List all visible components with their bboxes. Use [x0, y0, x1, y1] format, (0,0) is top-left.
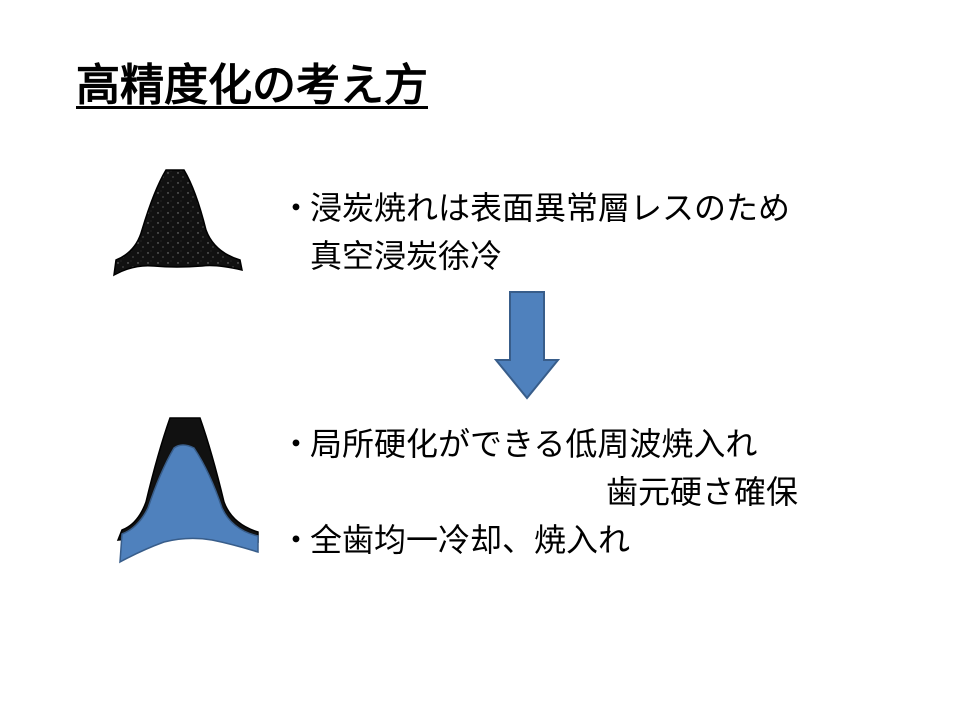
bullet-mark: ・	[280, 521, 313, 559]
bottom-text-line-1: 局所硬化ができる低周波焼入れ	[310, 425, 758, 463]
carburized-tooth-figure	[113, 169, 243, 277]
bottom-bullet-line-1: ・局所硬化ができる低周波焼入れ	[280, 420, 798, 468]
induction-hardened-tooth-figure	[116, 417, 259, 564]
top-bullet-line-2: 真空浸炭徐冷	[280, 232, 790, 280]
top-bullet-block: ・浸炭焼れは表面異常層レスのため 真空浸炭徐冷	[280, 184, 790, 280]
bullet-mark: ・	[280, 189, 313, 227]
bottom-bullet-line-2: 歯元硬さ確保	[280, 468, 798, 516]
bottom-text-line-3: 全歯均一冷却、焼入れ	[310, 521, 631, 559]
bottom-bullet-block: ・局所硬化ができる低周波焼入れ 歯元硬さ確保 ・全歯均一冷却、焼入れ	[280, 420, 798, 564]
slide-title: 高精度化の考え方	[76, 60, 428, 111]
bottom-text-line-2: 歯元硬さ確保	[606, 473, 799, 511]
down-arrow-icon	[493, 291, 561, 400]
tooth-shape-dark	[113, 169, 243, 277]
top-text-line-1: 浸炭焼れは表面異常層レスのため	[310, 189, 791, 227]
top-bullet-line-1: ・浸炭焼れは表面異常層レスのため	[280, 184, 790, 232]
top-text-line-2: 真空浸炭徐冷	[310, 237, 503, 275]
hardened-layer	[119, 444, 259, 564]
bullet-mark: ・	[280, 425, 313, 463]
bottom-bullet-line-3: ・全歯均一冷却、焼入れ	[280, 516, 798, 564]
